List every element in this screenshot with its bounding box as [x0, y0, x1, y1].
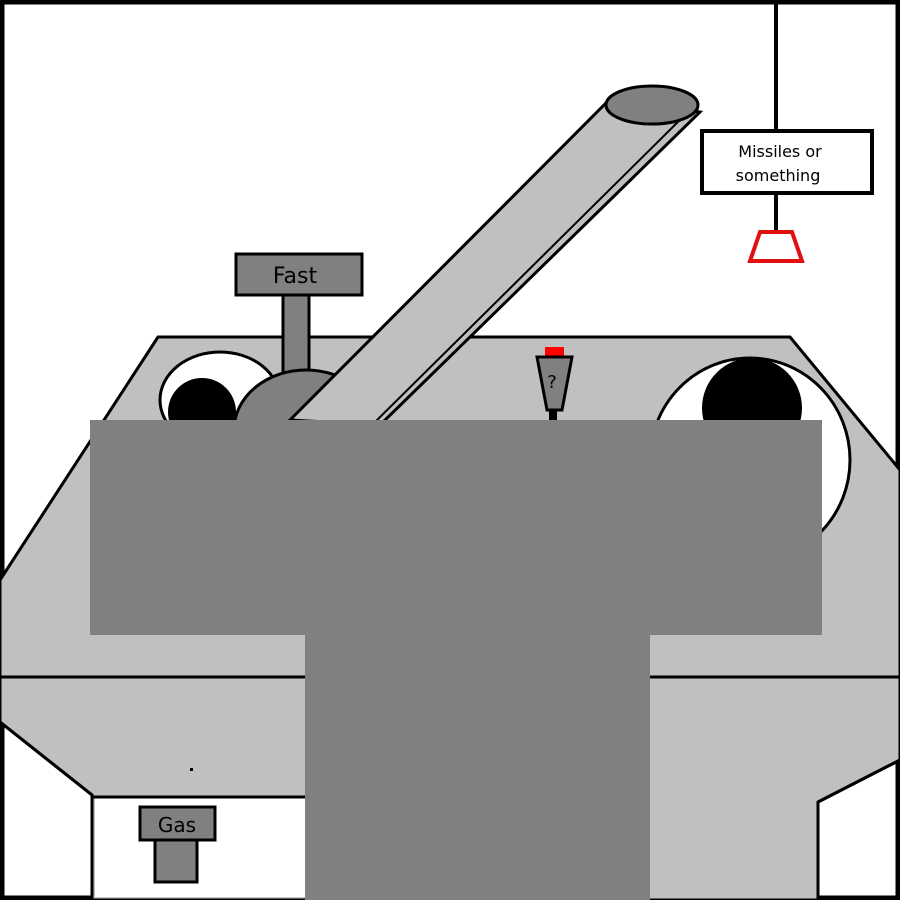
joystick-tube-highlight	[371, 109, 691, 426]
gas-pedal[interactable]: Gas	[138, 805, 217, 884]
missile-trigger-handle[interactable]	[747, 230, 805, 263]
missile-sign-line2: something	[736, 166, 821, 185]
throttle-sign[interactable]	[234, 252, 364, 297]
center-console	[90, 420, 822, 900]
mystery-button-body	[535, 355, 574, 412]
joystick-tube-end	[604, 84, 700, 126]
mystery-button[interactable]: ?	[535, 347, 574, 422]
mystery-button-stem	[549, 410, 557, 422]
gas-pedal-stem	[153, 838, 199, 884]
gas-pedal-sign[interactable]	[138, 805, 217, 842]
dashboard-dot	[190, 768, 193, 771]
missile-switch[interactable]: Missiles or something	[700, 0, 874, 263]
mystery-button-symbol: ?	[547, 372, 557, 393]
missile-sign-line1: Missiles or	[738, 142, 822, 161]
mystery-button-cap	[545, 347, 564, 357]
dashboard-bevel-left	[0, 720, 94, 860]
gas-pedal-label: Gas	[158, 813, 196, 837]
dashboard-bevel-right	[817, 758, 900, 804]
missile-sign	[700, 129, 874, 195]
throttle-label: Fast	[273, 264, 318, 289]
